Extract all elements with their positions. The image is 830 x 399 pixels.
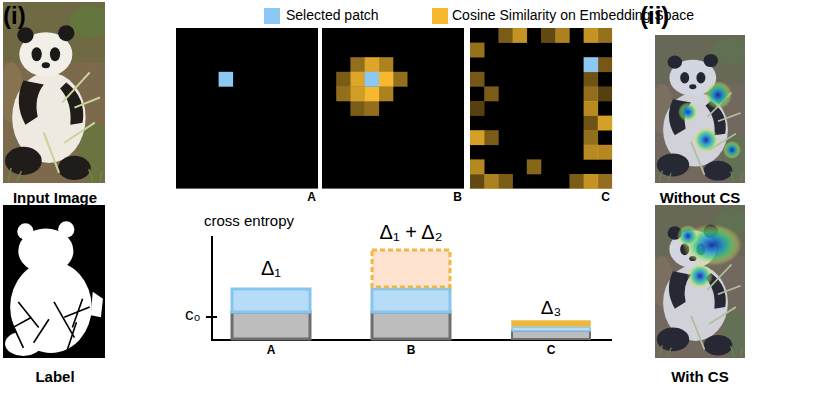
illustration-part <box>470 174 485 189</box>
illustration-part <box>693 127 719 153</box>
illustration-part <box>379 86 394 101</box>
illustration-part <box>350 101 365 116</box>
patch-grid: B <box>322 28 464 189</box>
illustration-part <box>584 130 599 145</box>
tick-label: c₀ <box>185 305 201 325</box>
delta-label: Δ₁ + Δ₂ <box>351 220 471 244</box>
panel-letter: B <box>453 190 462 204</box>
illustration-part <box>470 101 485 116</box>
patch-grid: A <box>176 28 318 189</box>
illustration-part <box>365 72 380 87</box>
illustration-part <box>512 331 590 339</box>
image-caption: Without CS <box>640 189 760 207</box>
illustration-part <box>677 225 699 247</box>
bar-label: B <box>391 343 431 357</box>
illustration-part <box>3 205 105 358</box>
illustration-part <box>655 205 745 358</box>
axis-title: cross entropy <box>204 212 294 230</box>
bar-label: A <box>251 343 291 357</box>
illustration-part <box>470 159 485 174</box>
illustration-part <box>379 72 394 87</box>
illustration-part <box>365 86 380 101</box>
illustration-part <box>584 145 599 160</box>
legend-swatch <box>432 8 448 24</box>
illustration-part <box>219 72 234 87</box>
illustration-part <box>584 174 599 189</box>
illustration-part <box>598 28 613 43</box>
legend-swatch <box>264 8 280 24</box>
illustration-part <box>470 130 485 145</box>
illustration-part <box>512 321 590 326</box>
illustration-part <box>687 263 713 289</box>
illustration-part <box>176 28 612 189</box>
illustration-part <box>470 28 612 189</box>
illustration-part <box>541 28 556 43</box>
illustration-part <box>584 86 599 101</box>
illustration-part <box>206 316 217 318</box>
panel-letter: A <box>307 190 316 204</box>
illustration-part <box>584 116 599 131</box>
illustration-part <box>0 2 111 183</box>
illustration-part <box>598 174 613 189</box>
bar-label: C <box>531 343 571 357</box>
panel-tag: (i) <box>3 2 26 31</box>
illustration-part <box>512 327 590 331</box>
illustration-part <box>350 86 365 101</box>
illustration-part <box>651 35 750 183</box>
illustration-part <box>365 57 380 72</box>
illustration-part <box>655 35 745 183</box>
illustration-part <box>513 28 528 43</box>
illustration-part <box>336 86 351 101</box>
illustration-part <box>723 141 741 159</box>
illustration-part <box>470 72 485 87</box>
panel-letter: C <box>601 190 610 204</box>
illustration-part <box>350 72 365 87</box>
illustration-part <box>336 72 351 87</box>
illustration-part <box>527 159 542 174</box>
illustration-part <box>484 130 499 145</box>
illustration-part <box>350 57 365 72</box>
illustration-part <box>372 289 450 312</box>
illustration-part <box>584 28 599 43</box>
illustration-part <box>470 43 485 58</box>
illustration-part <box>584 57 599 72</box>
illustration-part <box>379 57 394 72</box>
illustration-part <box>651 205 750 358</box>
illustration-part <box>704 81 732 109</box>
illustration-part <box>322 28 464 189</box>
illustration-part <box>598 116 613 131</box>
illustration-part <box>498 174 513 189</box>
illustration-part <box>498 28 513 43</box>
illustration-part <box>598 57 613 72</box>
illustration-part <box>569 174 584 189</box>
illustration-part <box>372 250 450 287</box>
illustration-part <box>365 101 380 116</box>
illustration-part <box>484 174 499 189</box>
image-caption: Input Image <box>0 189 110 207</box>
illustration-part <box>232 312 310 339</box>
illustration-part <box>678 102 698 122</box>
legend-text: Selected patch <box>286 7 379 24</box>
illustration-part <box>598 86 613 101</box>
illustration-part <box>584 72 599 87</box>
image-caption: Label <box>0 368 110 386</box>
illustration-part <box>232 289 310 312</box>
illustration-part <box>176 28 318 189</box>
image-caption: With CS <box>640 368 760 386</box>
illustration-part <box>393 72 408 87</box>
illustration-part <box>372 312 450 339</box>
illustration-part <box>555 28 570 43</box>
delta-label: Δ₁ <box>241 256 301 280</box>
illustration-part <box>598 145 613 160</box>
illustration-part <box>211 236 213 341</box>
illustration-part <box>584 101 599 116</box>
delta-label: Δ₃ <box>521 297 581 320</box>
patch-grid: C <box>470 28 612 189</box>
legend-text: Cosine Similarity on Embedding Space <box>452 7 694 24</box>
illustration-part <box>484 86 499 101</box>
